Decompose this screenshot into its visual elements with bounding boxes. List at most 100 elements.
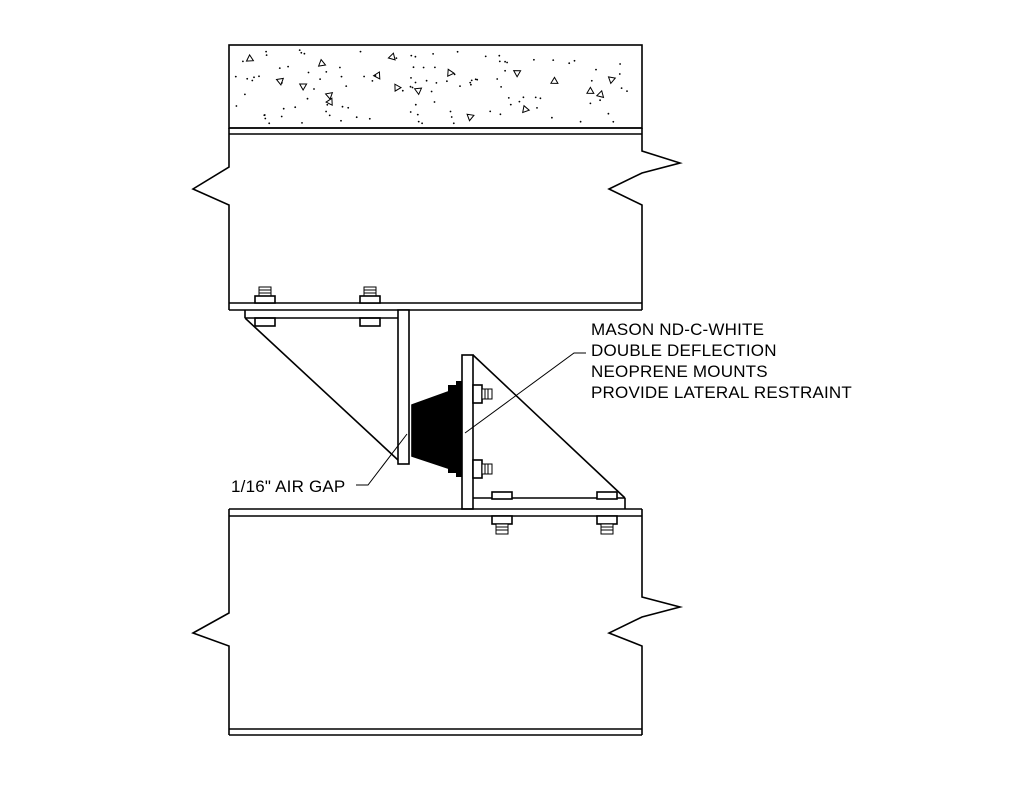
aggregate-dot bbox=[412, 66, 415, 69]
lower-steel-beam bbox=[191, 508, 684, 736]
aggregate-dot bbox=[499, 113, 502, 116]
aggregate-dot bbox=[579, 120, 582, 123]
aggregate-dot bbox=[589, 102, 592, 105]
aggregate-dot bbox=[509, 103, 512, 106]
aggregate-dot bbox=[411, 86, 414, 89]
aggregate-dot bbox=[313, 88, 315, 90]
aggregate-triangle bbox=[325, 97, 333, 107]
aggregate-dot bbox=[251, 79, 254, 82]
aggregate-triangle bbox=[372, 71, 381, 80]
aggregate-dot bbox=[568, 62, 571, 65]
upper-bolt-left bbox=[254, 286, 276, 327]
aggregate-dot bbox=[301, 122, 303, 124]
aggregate-dot bbox=[496, 78, 499, 80]
aggregate-dot bbox=[504, 69, 506, 72]
aggregate-dot bbox=[371, 80, 374, 82]
aggregate-dot bbox=[347, 106, 350, 109]
mount-bolt-bottom bbox=[472, 459, 493, 479]
concrete-aggregate-hatch bbox=[234, 49, 628, 125]
aggregate-triangle bbox=[245, 53, 255, 62]
aggregate-dot bbox=[416, 113, 419, 116]
aggregate-dot bbox=[430, 90, 433, 93]
aggregate-dot bbox=[618, 73, 621, 75]
aggregate-dot bbox=[345, 85, 348, 87]
aggregate-dot bbox=[522, 96, 525, 99]
aggregate-dot bbox=[434, 66, 436, 69]
aggregate-dot bbox=[341, 105, 344, 108]
aggregate-dot bbox=[432, 53, 434, 55]
neoprene-mount bbox=[411, 381, 462, 477]
aggregate-dot bbox=[450, 116, 453, 118]
aggregate-dot bbox=[456, 50, 459, 53]
aggregate-dot bbox=[498, 54, 501, 57]
aggregate-dot bbox=[425, 79, 428, 82]
aggregate-dot bbox=[265, 50, 267, 53]
aggregate-dot bbox=[469, 81, 472, 84]
aggregate-dot bbox=[504, 60, 506, 63]
aggregate-dot bbox=[599, 99, 601, 102]
aggregate-triangle bbox=[550, 76, 559, 84]
aggregate-triangle bbox=[607, 76, 617, 85]
aggregate-dot bbox=[435, 82, 438, 84]
aggregate-triangle bbox=[586, 86, 595, 94]
aggregate-triangle bbox=[275, 77, 285, 86]
aggregate-dot bbox=[244, 93, 246, 96]
aggregate-dot bbox=[368, 117, 371, 120]
aggregate-dot bbox=[590, 79, 593, 82]
aggregate-dot bbox=[446, 80, 448, 83]
aggregate-dot bbox=[401, 89, 404, 92]
aggregate-dot bbox=[242, 60, 244, 63]
aggregate-dot bbox=[470, 79, 473, 82]
aggregate-dot bbox=[328, 114, 331, 117]
aggregate-dot bbox=[300, 51, 303, 54]
aggregate-dot bbox=[268, 122, 271, 125]
aggregate-dot bbox=[552, 59, 555, 61]
aggregate-dot bbox=[325, 71, 328, 73]
mount-bolt-top bbox=[472, 384, 493, 404]
leader-mason bbox=[464, 352, 586, 434]
mount-callout: MASON ND-C-WHITE DOUBLE DEFLECTION NEOPR… bbox=[591, 319, 852, 403]
aggregate-dot bbox=[303, 52, 306, 55]
lower-bolt-left bbox=[491, 491, 513, 535]
aggregate-dot bbox=[258, 75, 260, 78]
mount-callout-line-3: NEOPRENE MOUNTS bbox=[591, 362, 768, 381]
mount-callout-line-2: DOUBLE DEFLECTION bbox=[591, 341, 777, 360]
aggregate-dot bbox=[470, 83, 472, 86]
aggregate-dot bbox=[539, 97, 542, 100]
aggregate-dot bbox=[282, 107, 285, 110]
lower-beam-break-left bbox=[191, 509, 230, 735]
aggregate-dot bbox=[551, 116, 553, 119]
aggregate-dot bbox=[507, 97, 510, 99]
aggregate-dot bbox=[422, 66, 425, 69]
aggregate-dot bbox=[307, 71, 310, 74]
aggregate-triangle bbox=[522, 104, 531, 114]
aggregate-dot bbox=[409, 111, 412, 113]
aggregate-triangle bbox=[447, 68, 456, 78]
aggregate-dot bbox=[355, 116, 358, 119]
aggregate-dot bbox=[626, 90, 628, 92]
aggregate-dot bbox=[414, 55, 417, 58]
aggregate-dot bbox=[536, 107, 538, 109]
aggregate-dot bbox=[533, 58, 535, 61]
aggregate-dot bbox=[363, 75, 365, 78]
aggregate-dot bbox=[573, 59, 576, 62]
aggregate-dot bbox=[339, 66, 341, 69]
concrete-slab bbox=[228, 44, 643, 129]
upper-beam-break-left bbox=[191, 128, 230, 310]
aggregate-dot bbox=[340, 75, 343, 78]
aggregate-dot bbox=[395, 57, 398, 59]
aggregate-dot bbox=[414, 81, 417, 84]
aggregate-triangle bbox=[595, 89, 605, 99]
aggregate-triangle bbox=[466, 113, 475, 122]
aggregate-dot bbox=[506, 61, 508, 64]
aggregate-dot bbox=[253, 76, 255, 79]
aggregate-triangle bbox=[413, 87, 423, 96]
aggregate-dot bbox=[359, 50, 362, 53]
aggregate-triangle bbox=[387, 52, 396, 61]
lower-beam-break-right bbox=[607, 509, 684, 735]
aggregate-dot bbox=[340, 119, 342, 122]
upper-bolt-right bbox=[359, 286, 381, 327]
aggregate-dot bbox=[325, 110, 327, 113]
aggregate-dot bbox=[620, 87, 623, 89]
